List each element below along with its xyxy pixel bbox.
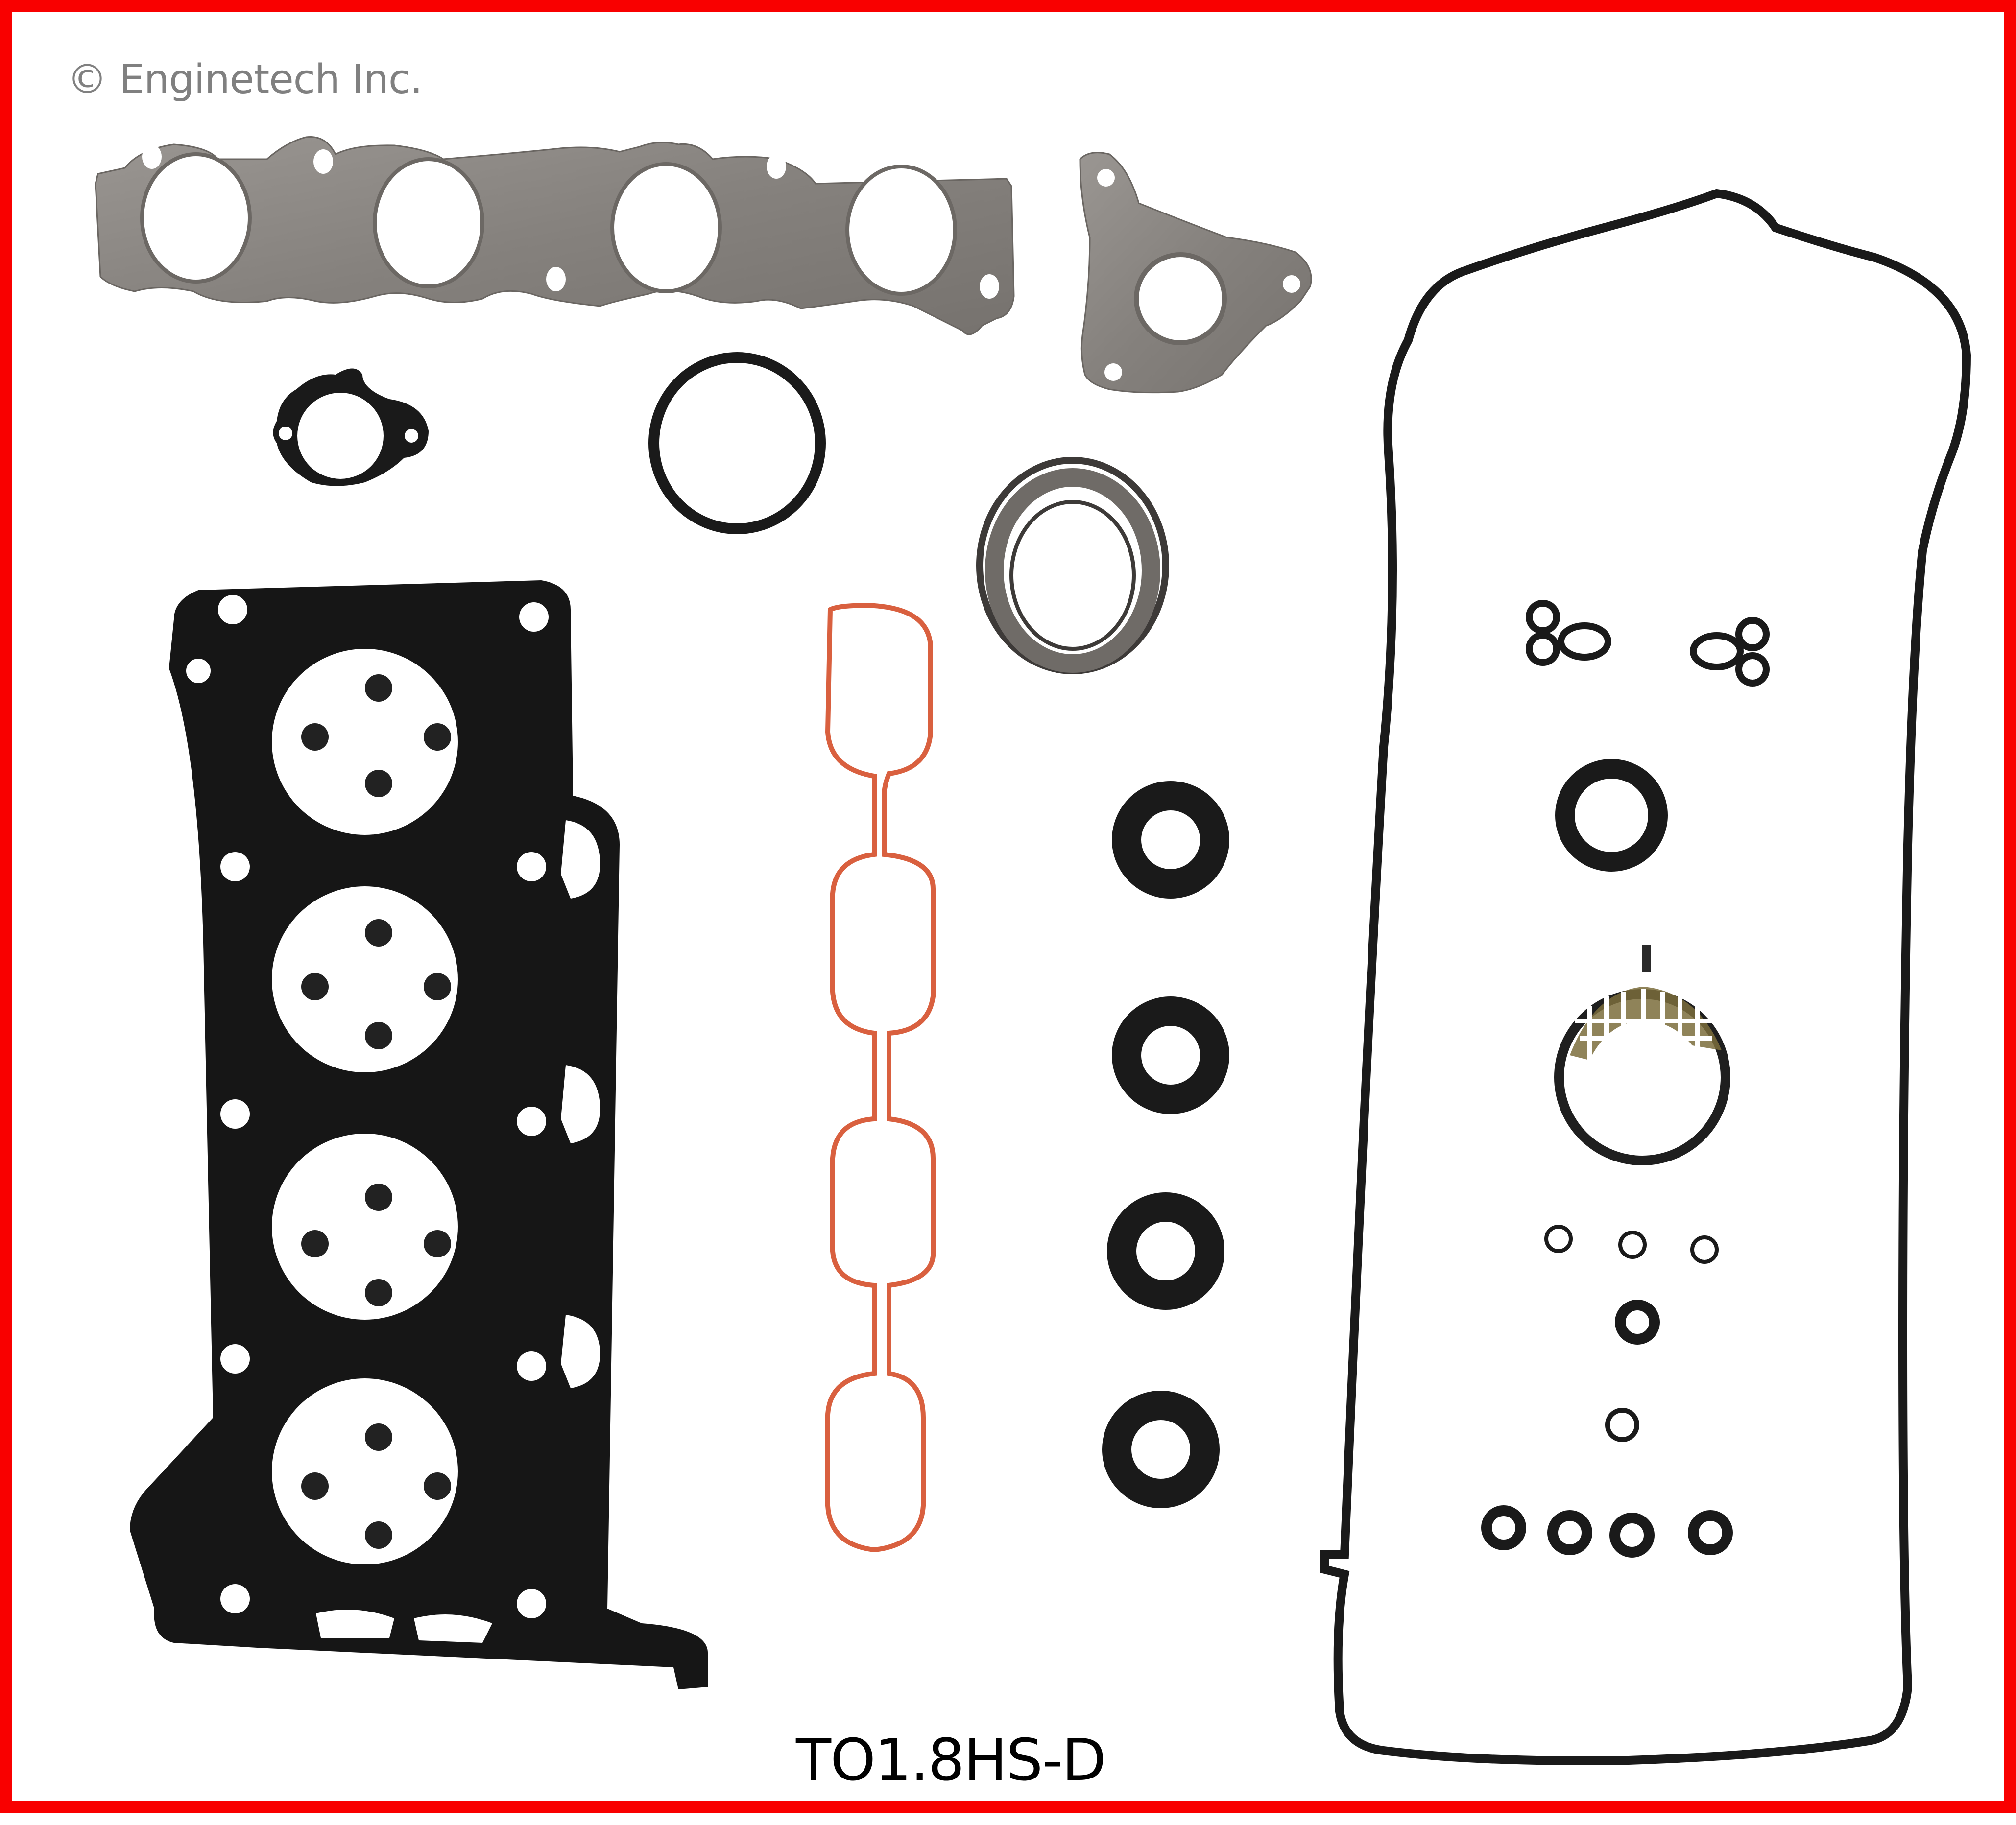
thermostat-gasket [273, 368, 429, 486]
egr-flange-gasket [1079, 152, 1312, 394]
exhaust-manifold-gasket [95, 136, 1015, 335]
exhaust-pipe-seal-ring [976, 457, 1169, 674]
copyright-text: © Enginetech Inc. [67, 56, 423, 103]
cylinder-head-gasket [130, 580, 708, 1689]
clover-gaskets [1526, 600, 1770, 687]
spark-plug-tube-seals [1102, 781, 1229, 1508]
mesh-screen-gasket [1554, 945, 1730, 1165]
gasket-kit-illustration [95, 136, 1971, 1765]
large-o-ring [648, 352, 826, 534]
part-number-label: TO1.8HS-D [796, 1726, 1106, 1794]
valve-cover-gasket [1320, 189, 1971, 1765]
intake-manifold-gasket [825, 603, 936, 1553]
small-o-rings [1481, 1225, 1733, 1558]
camshaft-seal [1555, 759, 1668, 872]
